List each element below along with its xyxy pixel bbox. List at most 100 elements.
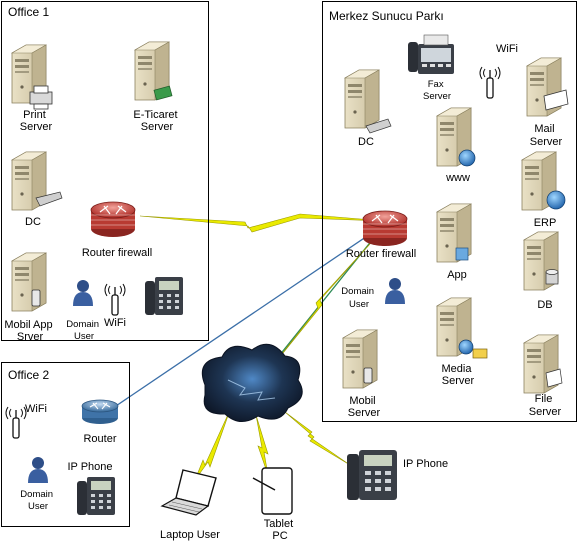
media-label-1: Media <box>441 363 472 375</box>
mobile-phone-icon <box>31 289 41 307</box>
file-server-label-2: Server <box>529 406 562 418</box>
svg-text:Domain User: Domain User <box>20 489 55 512</box>
wifi-office1: WiFi <box>104 283 126 329</box>
mobile-phone-icon <box>363 367 373 384</box>
ip-phone-cloud: IP Phone <box>347 450 448 500</box>
file-icon <box>545 368 563 388</box>
domain-user2-label-1: Domain <box>20 489 53 500</box>
app-label: App <box>447 269 467 281</box>
office1-title: Office 1 <box>8 5 49 19</box>
ip-phone-office1 <box>145 277 183 315</box>
svg-text:Print Server: Print Server <box>20 109 53 133</box>
database-icon <box>545 269 559 285</box>
db-server: DB <box>523 231 559 311</box>
fax-label-2: Server <box>423 91 451 102</box>
mobil-app-label-1: Mobil App <box>4 319 52 331</box>
svg-text:Mail Server: Mail Server <box>530 123 563 148</box>
dc-server-merkez: DC <box>344 69 392 148</box>
mail-label-2: Server <box>530 136 563 148</box>
print-server-label-1: Print <box>23 109 46 121</box>
svg-text:Domain User: Domain User <box>66 319 101 342</box>
user-icon <box>385 278 405 304</box>
wifi-antenna-icon <box>5 406 27 439</box>
mobil-app-server: Mobil App Srver <box>4 252 55 343</box>
wifi-merkez: WiFi <box>479 43 518 99</box>
domain-user-m-label-2: User <box>349 299 369 310</box>
laptop-icon <box>160 469 217 516</box>
ip-phone-icon <box>77 477 115 515</box>
tablet-label-1: Tablet <box>264 518 293 530</box>
domain-user-merkez: Domain User <box>341 278 405 310</box>
ip-phone-office2: IP Phone <box>67 461 115 515</box>
envelope-icon <box>543 89 569 111</box>
link-router2-routerfw <box>109 223 386 411</box>
eticaret-server: E-Ticaret Server <box>133 41 180 133</box>
svg-text:File Server: File Server <box>529 393 562 418</box>
file-server-label-1: File <box>535 393 553 405</box>
router-fw-m-label: Router firewall <box>346 248 416 260</box>
svg-text:Mobil App Srver: Mobil App Srver <box>4 319 55 343</box>
printer-icon <box>29 85 53 110</box>
tablet-pc: Tablet PC <box>252 467 296 542</box>
media-server: Media Server <box>436 297 488 387</box>
print-server-label-2: Server <box>20 121 53 133</box>
ip-phone-icon <box>347 450 397 500</box>
internet-cloud <box>201 343 303 422</box>
www-label: www <box>445 172 470 184</box>
lightning-office1-merkez <box>139 213 386 233</box>
wifi-antenna-icon <box>479 66 501 99</box>
office1-box <box>1 1 209 341</box>
db-label: DB <box>537 299 552 311</box>
mobil-server-label-1: Mobil <box>349 395 375 407</box>
fax-server: Fax Server <box>408 34 454 102</box>
wifi2-label: WiFi <box>25 403 47 415</box>
file-server: File Server <box>523 334 563 418</box>
router-firewall-office1: Router firewall <box>82 201 152 259</box>
media-icon <box>472 348 488 359</box>
ip-phone-icon <box>145 277 183 315</box>
wifi-m-label: WiFi <box>496 43 518 55</box>
laptop-label: Laptop User <box>160 529 220 541</box>
router2-label: Router <box>83 433 116 445</box>
eticaret-label-1: E-Ticaret <box>133 109 177 121</box>
media-label-2: Server <box>442 375 475 387</box>
office2-box <box>1 362 130 527</box>
wifi-office2: WiFi <box>5 403 47 439</box>
svg-text:Tablet PC: Tablet PC <box>264 518 296 542</box>
domain-user-office2: Domain User <box>20 457 55 512</box>
tablet-label-2: PC <box>272 530 287 542</box>
mobil-server: Mobil Server <box>342 329 381 419</box>
globe-icon <box>546 190 566 210</box>
dc-server-office1: DC <box>11 151 63 228</box>
fax-label-1: Fax <box>428 79 444 90</box>
svg-text:Fax Server: Fax Server <box>423 79 451 102</box>
erp-server: ERP <box>521 151 566 229</box>
svg-text:Domain User: Domain User <box>341 286 376 310</box>
lightning-cloud-tablet <box>255 414 269 476</box>
globe-icon <box>458 149 476 167</box>
router-firewall-merkez: Router firewall <box>346 210 416 260</box>
mobil-server-label-2: Server <box>348 407 381 419</box>
cash-icon <box>153 85 173 101</box>
domain-user2-label-2: User <box>28 501 48 512</box>
globe-icon <box>458 339 474 355</box>
laptop-user: Laptop User <box>160 469 220 541</box>
ip-phone2-label: IP Phone <box>67 461 112 473</box>
router-office2: Router <box>81 399 119 445</box>
lightning-cloud-phone <box>284 411 351 466</box>
mail-server: Mail Server <box>526 57 569 148</box>
svg-text:E-Ticaret Server: E-Ticaret Server <box>133 109 180 133</box>
mail-label-1: Mail <box>534 123 554 135</box>
print-server: Print Server <box>11 44 53 133</box>
office2-title: Office 2 <box>8 368 49 382</box>
router-fw1-label: Router firewall <box>82 247 152 259</box>
svg-text:Mobil Server: Mobil Server <box>348 395 381 419</box>
wifi1-label: WiFi <box>104 317 126 329</box>
erp-label: ERP <box>534 217 557 229</box>
eticaret-label-2: Server <box>141 121 174 133</box>
keyboard-icon <box>35 191 63 207</box>
app-server: App <box>436 203 472 281</box>
merkez-box <box>322 1 577 422</box>
